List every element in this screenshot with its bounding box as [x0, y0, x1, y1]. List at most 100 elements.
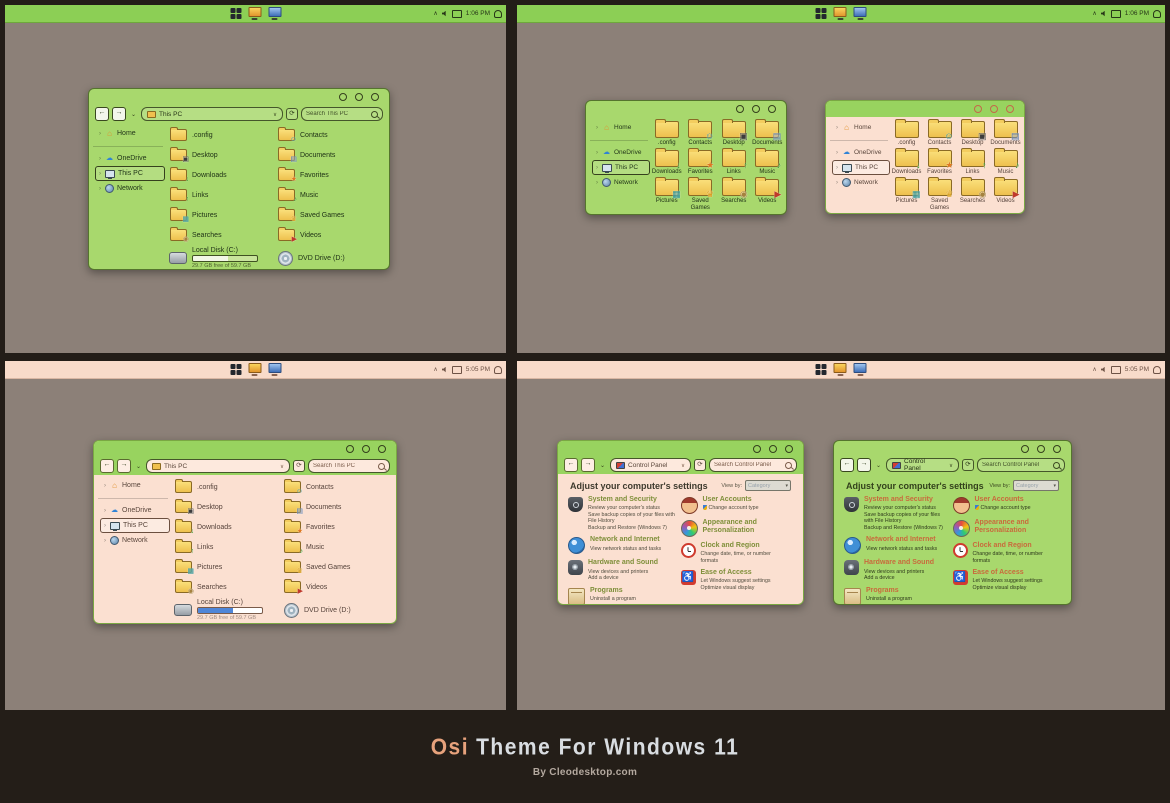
forward-button[interactable]: [112, 107, 126, 121]
sidebar-item-home[interactable]: ⌂ Home: [832, 120, 890, 135]
touch-keyboard-icon[interactable]: [451, 9, 462, 18]
maximize-button[interactable]: [1037, 444, 1045, 453]
folder-videos[interactable]: ▶ Videos: [989, 176, 1022, 212]
search-box[interactable]: [977, 458, 1065, 472]
this-pc-taskbar-icon[interactable]: [853, 7, 867, 20]
minimize-button[interactable]: [753, 444, 761, 453]
minimize-button[interactable]: [736, 105, 744, 113]
address-dropdown-icon[interactable]: [273, 111, 277, 118]
sidebar-item-home[interactable]: ⌂ Home: [592, 120, 650, 135]
folder-contacts[interactable]: ☺ Contacts: [923, 119, 956, 147]
category-title[interactable]: Appearance and Personalization: [974, 519, 1029, 535]
notifications-bell-icon[interactable]: [1153, 365, 1161, 374]
tray-clock[interactable]: 5:05 PM: [1124, 366, 1149, 373]
window-titlebar[interactable]: [94, 441, 396, 457]
appearance-palette-icon[interactable]: [680, 520, 698, 537]
sidebar-item-home[interactable]: ⌂ Home: [95, 126, 165, 141]
close-button[interactable]: [1006, 105, 1014, 113]
tray-chevron-icon[interactable]: [433, 366, 437, 373]
system-tray[interactable]: 5:05 PM: [1092, 361, 1161, 378]
file-explorer-taskbar-icon[interactable]: [833, 363, 847, 376]
folder-videos[interactable]: ▶ Videos: [281, 577, 390, 597]
window-titlebar[interactable]: [834, 441, 1071, 456]
history-chevron-icon[interactable]: ⌄: [876, 462, 882, 469]
folder-music[interactable]: ♪ Music: [275, 185, 383, 205]
search-input[interactable]: [714, 462, 783, 468]
sidebar-item-this-pc[interactable]: This PC: [832, 160, 890, 175]
folder-music[interactable]: ♪ Music: [989, 147, 1022, 176]
control-panel-link[interactable]: Save backup copies of your files with Fi…: [588, 511, 675, 525]
folder-config[interactable]: .config: [890, 119, 923, 147]
control-panel-link[interactable]: View network status and tasks: [866, 545, 938, 552]
tray-chevron-icon[interactable]: [433, 10, 437, 17]
control-panel-link[interactable]: Uninstall a program: [866, 595, 912, 602]
folder-searches[interactable]: ◉ Searches: [717, 176, 751, 212]
control-panel-link[interactable]: View devices and printers: [864, 568, 925, 575]
folder-contacts[interactable]: ☺ Contacts: [275, 125, 383, 145]
search-input[interactable]: [313, 463, 376, 469]
folder-links[interactable]: ↑ Links: [172, 537, 281, 557]
folder-videos[interactable]: ▶ Videos: [275, 225, 383, 245]
close-button[interactable]: [1053, 444, 1061, 453]
address-dropdown-icon[interactable]: [681, 462, 685, 469]
system-security-shield-icon[interactable]: [568, 497, 583, 512]
file-explorer-taskbar-icon[interactable]: [833, 7, 847, 20]
folder-documents[interactable]: ▤ Documents: [275, 145, 383, 165]
sidebar-item-network[interactable]: Network: [832, 175, 890, 190]
back-button[interactable]: [840, 458, 854, 472]
maximize-button[interactable]: [990, 105, 998, 113]
refresh-icon[interactable]: [694, 459, 706, 471]
view-by-dropdown[interactable]: Category: [745, 480, 791, 491]
category-title[interactable]: Programs: [866, 586, 899, 594]
back-button[interactable]: [95, 107, 109, 121]
programs-box-icon[interactable]: [568, 587, 585, 604]
control-panel-link[interactable]: Uninstall a program: [590, 595, 636, 602]
control-panel-link[interactable]: Backup and Restore (Windows 7): [588, 524, 667, 531]
folder-downloads[interactable]: ↓ Downloads: [890, 147, 923, 176]
control-panel-link[interactable]: Change account type: [975, 505, 1031, 512]
network-internet-globe-icon[interactable]: [844, 537, 861, 555]
address-bar[interactable]: Control Panel: [886, 458, 959, 472]
category-title[interactable]: Hardware and Sound: [588, 559, 659, 567]
folder-desktop[interactable]: ▣ Desktop: [717, 119, 751, 147]
folder-desktop[interactable]: ▣ Desktop: [172, 497, 281, 517]
local-disk-item[interactable]: Local Disk (C:) 29.7 GB free of 59.7 GB: [167, 247, 275, 269]
sidebar-item-onedrive[interactable]: ☁ OneDrive: [93, 146, 165, 166]
local-disk-item[interactable]: Local Disk (C:) 29.7 GB free of 59.7 GB: [172, 599, 281, 621]
folder-downloads[interactable]: ↓ Downloads: [167, 165, 275, 185]
folder-searches[interactable]: ◉ Searches: [956, 176, 989, 212]
folder-documents[interactable]: ▤ Documents: [989, 119, 1022, 147]
file-explorer-taskbar-icon[interactable]: [248, 7, 261, 20]
minimize-button[interactable]: [346, 445, 354, 453]
close-button[interactable]: [768, 105, 776, 113]
folder-links[interactable]: ↑ Links: [956, 147, 989, 176]
folder-links[interactable]: ↑ Links: [717, 147, 751, 176]
control-panel-link[interactable]: Optimize visual display: [700, 584, 755, 591]
sidebar-item-network[interactable]: Network: [100, 533, 170, 548]
search-box[interactable]: [301, 107, 383, 121]
ease-of-access-icon[interactable]: [952, 570, 968, 586]
folder-documents[interactable]: ▤ Documents: [281, 497, 390, 517]
hardware-sound-speaker-icon[interactable]: [844, 560, 859, 576]
minimize-button[interactable]: [1021, 444, 1029, 453]
minimize-button[interactable]: [974, 105, 982, 113]
control-panel-link[interactable]: Add a device: [588, 575, 619, 582]
tray-clock[interactable]: 1:06 PM: [1124, 10, 1149, 17]
maximize-button[interactable]: [362, 445, 370, 453]
category-title[interactable]: Programs: [590, 586, 623, 594]
address-bar[interactable]: This PC: [141, 107, 283, 121]
folder-searches[interactable]: ◉ Searches: [172, 577, 281, 597]
folder-documents[interactable]: ▤ Documents: [751, 119, 785, 147]
this-pc-taskbar-icon[interactable]: [268, 7, 281, 20]
volume-icon[interactable]: [1100, 10, 1105, 17]
dvd-drive-item[interactable]: DVD Drive (D:): [281, 599, 390, 621]
category-title[interactable]: System and Security: [588, 496, 657, 503]
address-bar[interactable]: Control Panel: [610, 458, 691, 472]
forward-button[interactable]: [857, 458, 871, 472]
window-titlebar[interactable]: [89, 89, 389, 105]
notifications-bell-icon[interactable]: [1153, 9, 1161, 18]
category-title[interactable]: Network and Internet: [866, 536, 936, 544]
folder-saved-games[interactable]: ♛ Saved Games: [281, 557, 390, 577]
history-chevron-icon[interactable]: ⌄: [136, 463, 142, 470]
address-dropdown-icon[interactable]: [280, 463, 284, 470]
